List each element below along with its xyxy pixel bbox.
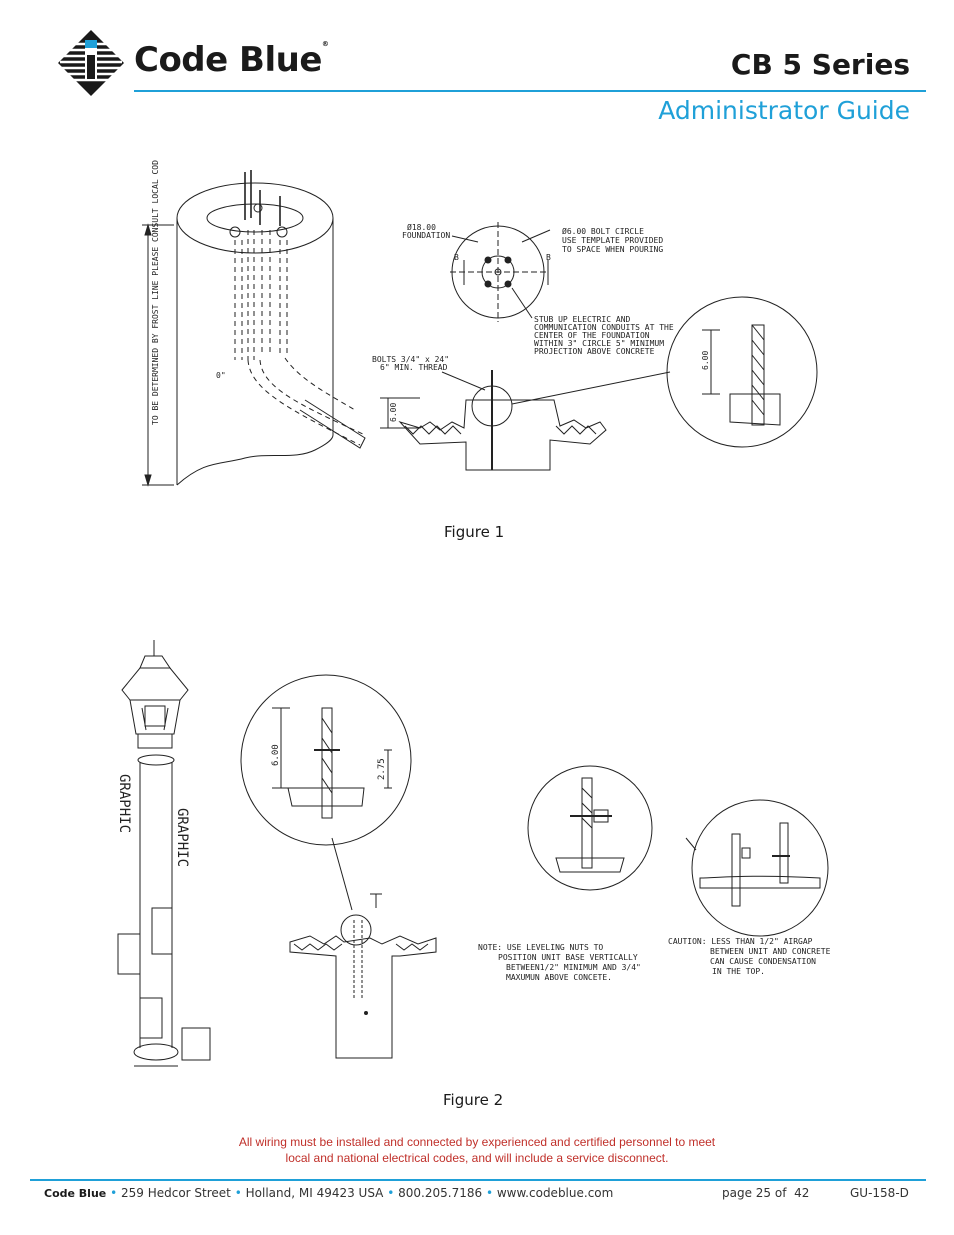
detail-dim-600: 6.00 — [701, 351, 710, 370]
wiring-warning-line-2: local and national electrical codes, and… — [285, 1151, 669, 1165]
bolt-circle-label-3: TO SPACE WHEN POURING — [562, 245, 663, 254]
bolts-note-1: BOLTS 3/4" x 24" — [372, 355, 449, 364]
graphic-label-2: GRAPHIC — [174, 808, 190, 867]
footer-phone: 800.205.7186 — [398, 1186, 483, 1200]
stub-up-note-5: PROJECTION ABOVE CONCRETE — [534, 347, 655, 356]
leveling-note-2: POSITION UNIT BASE VERTICALLY — [498, 953, 638, 962]
stub-up-note-1: STUB UP ELECTRIC AND — [534, 315, 631, 324]
figure-1-caption: Figure 1 — [444, 523, 505, 541]
section-b-right: B — [546, 253, 551, 262]
caution-note-2: BETWEEN UNIT AND CONCRETE — [710, 947, 831, 956]
section-b-left: B — [454, 253, 459, 262]
leveling-note-4: MAXUMUN ABOVE CONCETE. — [506, 973, 612, 982]
figure-2-caption: Figure 2 — [443, 1091, 504, 1109]
foundation-section-view — [380, 370, 671, 471]
detail-dim-600: 6.00 — [271, 744, 281, 766]
stub-up-note-2: COMMUNICATION CONDUITS AT THE — [534, 323, 674, 332]
stub-up-note-4: WITHIN 3" CIRCLE 5" MINIMUM — [534, 339, 664, 348]
guide-title: Administrator Guide — [658, 96, 910, 125]
figure-1-drawing: TO BE DETERMINED BY FROST LINE PLEASE CO… — [142, 160, 818, 487]
wiring-warning: All wiring must be installed and connect… — [0, 1134, 954, 1166]
foundation-label: FOUNDATION — [402, 231, 450, 240]
figure-2-drawing: GRAPHIC GRAPHIC 6.00 2.75 — [116, 640, 831, 1067]
page-number: page 25 of 42 — [722, 1186, 810, 1200]
stub-up-note-3: CENTER OF THE FOUNDATION — [534, 331, 650, 340]
dim-zero-label: 0" — [216, 371, 226, 380]
brand-logo-text: Code Blue® — [134, 40, 329, 80]
foundation-section — [289, 893, 437, 1059]
dia18-label: Ø18.00 — [407, 222, 436, 232]
foundation-plan-view — [450, 222, 551, 322]
bolt-circle-label: Ø6.00 BOLT CIRCLE — [562, 226, 644, 236]
header: Code Blue® CB 5 Series Administrator Gui… — [0, 0, 954, 130]
frost-line-dimension — [142, 223, 174, 487]
document-id: GU-158-D — [850, 1186, 909, 1200]
lamp-post-assembly — [117, 640, 211, 1067]
footer-address: Code Blue • 259 Hedcor Street • Holland,… — [44, 1186, 614, 1200]
leveling-nut-detail — [527, 765, 653, 891]
section-dim-600: 6.00 — [389, 403, 398, 422]
frost-line-note: TO BE DETERMINED BY FROST LINE PLEASE CO… — [151, 160, 160, 425]
bolt-circle-label-2: USE TEMPLATE PROVIDED — [562, 236, 663, 245]
footer-rule — [30, 1179, 926, 1181]
graphic-label-1: GRAPHIC — [116, 774, 132, 833]
caution-note-4: IN THE TOP. — [712, 967, 765, 976]
caution-note-1: CAUTION: LESS THAN 1/2" AIRGAP — [668, 937, 813, 946]
caution-note-3: CAN CAUSE CONDENSATION — [710, 957, 816, 966]
footer-city: Holland, MI 49423 USA — [245, 1186, 384, 1200]
wiring-warning-line-1: All wiring must be installed and connect… — [238, 1135, 716, 1149]
leveling-note-3: BETWEEN1/2" MINIMUM AND 3/4" — [506, 963, 641, 972]
leveling-note-1: NOTE: USE LEVELING NUTS TO — [478, 943, 603, 952]
footer-brand: Code Blue — [44, 1187, 107, 1200]
detail-dim-275: 2.75 — [377, 758, 387, 780]
footer-website-link[interactable]: www.codeblue.com — [496, 1186, 614, 1200]
mounting-detail-circle — [240, 674, 412, 911]
bolt-detail-circle — [666, 296, 818, 448]
foundation-column — [176, 170, 366, 486]
airgap-detail — [685, 799, 829, 937]
footer-street: 259 Hedcor Street — [120, 1186, 231, 1200]
header-rule — [134, 90, 926, 92]
bolts-note-2: 6" MIN. THREAD — [380, 363, 448, 372]
code-blue-logo-icon — [58, 30, 124, 96]
product-title: CB 5 Series — [730, 48, 910, 81]
